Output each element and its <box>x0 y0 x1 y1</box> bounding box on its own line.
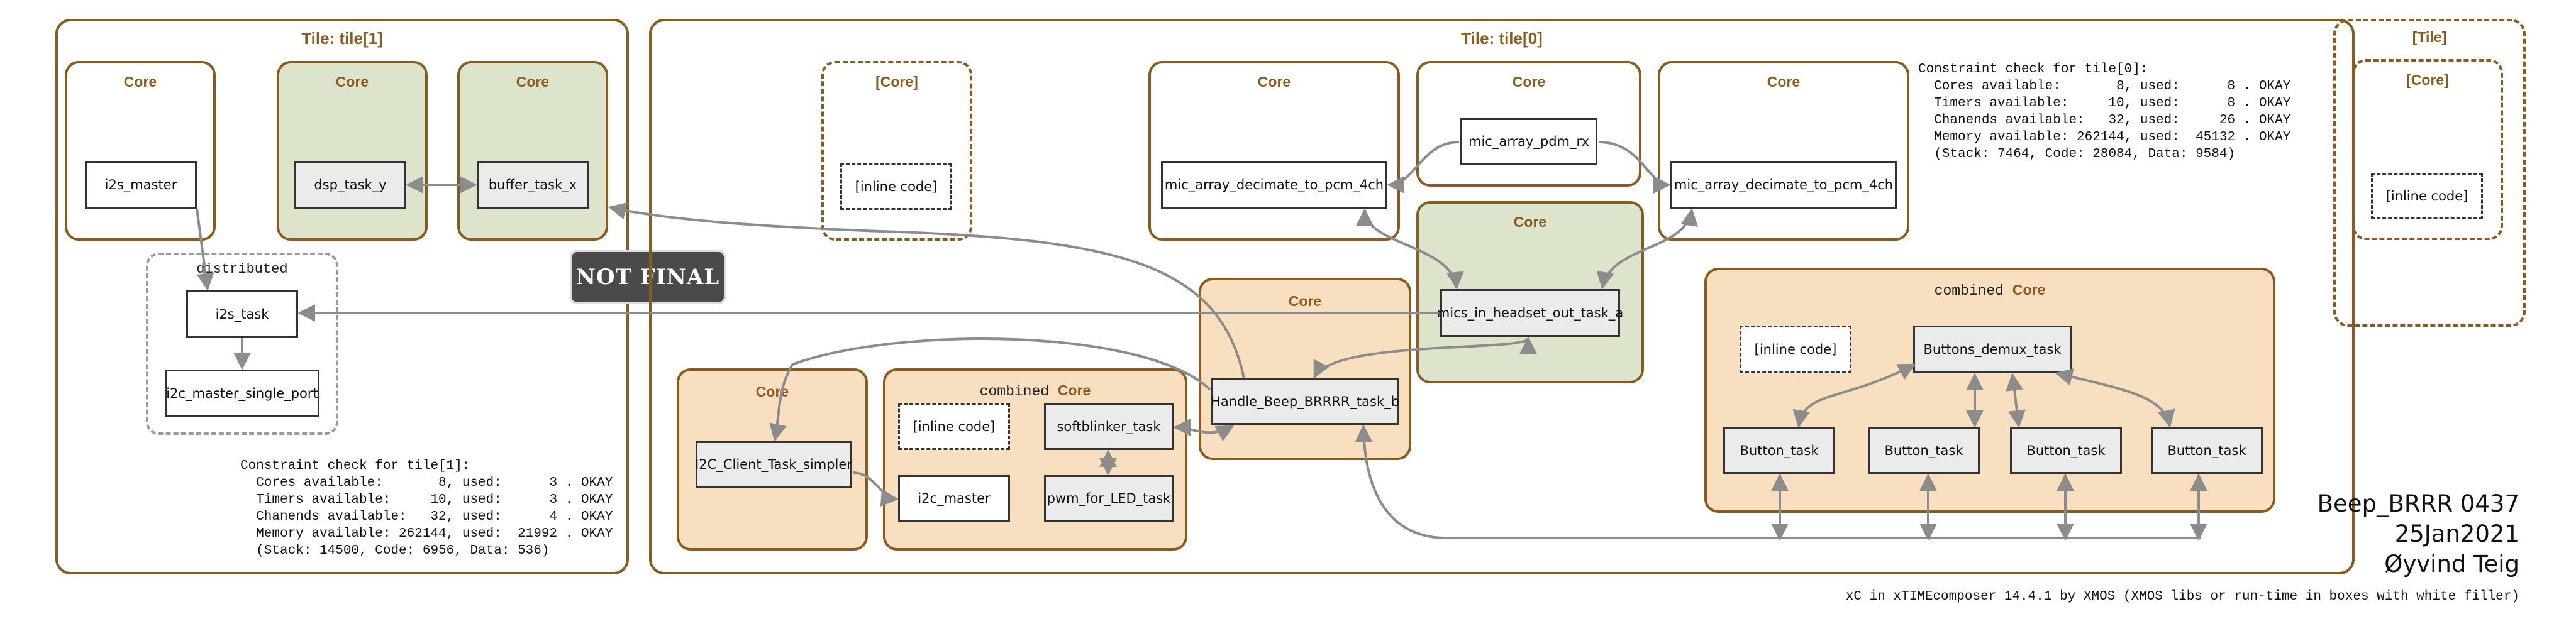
arrow-demux-button4 <box>2055 368 2175 428</box>
core-label: Core <box>1767 74 1801 90</box>
combined-word: combined <box>979 383 1050 400</box>
core-label: Core <box>1512 74 1546 90</box>
task-button-task: Button_task <box>2151 427 2263 474</box>
task-buttons-demux-task: Buttons_demux_task <box>1913 326 2072 373</box>
footer-note: xC in xTIMEcomposer 14.4.1 by XMOS (XMOS… <box>1845 589 2519 604</box>
arrow-softblinker-handle-beep <box>1173 419 1235 442</box>
core-word: Core <box>2012 282 2046 298</box>
task-inline-code: [inline code] <box>898 403 1010 450</box>
task-i2c-client-task-simpler: I2C_Client_Task_simpler <box>695 441 852 488</box>
task-inline-code: [inline code] <box>2371 173 2483 219</box>
core-mic-pdm-rx: Core <box>1416 61 1641 187</box>
arrow-demux-button3 <box>2006 373 2026 428</box>
core-label: Core <box>1513 214 1547 230</box>
core-buffer: Core <box>457 61 608 241</box>
task-i2c-master: i2c_master <box>898 475 1010 522</box>
task-i2s-master: i2s_master <box>85 161 197 209</box>
combined-core-label: combined Core <box>1707 282 2273 299</box>
tile-placeholder: [Tile] <box>2333 19 2526 327</box>
task-inline-code: [inline code] <box>840 163 952 210</box>
core-mic-decimate-right: Core <box>1658 61 1909 241</box>
tile-0-title: Tile: tile[0] <box>1461 29 1543 48</box>
arrow-decimate-left-to-mics <box>1356 208 1464 290</box>
signature-date: 25Jan2021 <box>2394 520 2519 547</box>
core-label: Core <box>1288 293 1322 309</box>
core-word: Core <box>1057 382 1091 398</box>
core-bracket-label: [Core] <box>2406 72 2449 88</box>
arrow-i2s-master-to-i2s-task <box>196 208 214 291</box>
tile-0: Tile: tile[0] <box>649 19 2355 574</box>
core-placeholder: [Core] <box>2352 59 2503 240</box>
arrow-demux-button1 <box>1792 363 1916 428</box>
task-buffer-task-x: buffer_task_x <box>477 161 589 209</box>
task-button-task: Button_task <box>2010 427 2122 474</box>
core-label: Core <box>335 74 369 90</box>
task-mics-in-headset-out-task-a: mics_in_headset_out_task_a <box>1437 289 1623 337</box>
core-bracket-label: [Core] <box>875 74 918 90</box>
task-button-task: Button_task <box>1723 427 1835 474</box>
signature-author: Øyvind Teig <box>2384 551 2519 578</box>
core-label: Core <box>516 74 550 90</box>
arrow-i2c-client-to-i2c-master <box>852 471 899 507</box>
constraint-check-tile0: Constraint check for tile[0]: Cores avai… <box>1918 62 2291 162</box>
core-inline-bracket: [Core] <box>821 61 972 241</box>
arrow-pdm-to-decimate-left <box>1387 141 1460 194</box>
signature-title: Beep_BRRR 0437 <box>2317 490 2519 517</box>
arrow-handle-beep-to-i2c-client <box>769 337 1211 442</box>
arrow-pdm-to-decimate-right <box>1598 141 1671 194</box>
task-dsp-task-y: dsp_task_y <box>294 161 406 209</box>
combined-word: combined <box>1934 283 2004 299</box>
task-handle-beep-brrrr-task-b: Handle_Beep_BRRRR_task_b <box>1211 378 1399 425</box>
core-dsp: Core <box>277 61 428 241</box>
constraint-check-tile1: Constraint check for tile[1]: Cores avai… <box>240 459 613 558</box>
task-i2c-master-single-port: i2c_master_single_port <box>165 370 319 417</box>
tile-placeholder-title: [Tile] <box>2412 29 2447 45</box>
arrow-decimate-right-to-mics <box>1596 208 1699 290</box>
core-i2s-master: Core <box>65 61 216 241</box>
not-final-stamp: NOT FINAL <box>570 250 726 304</box>
task-mic-array-decimate-right: mic_array_decimate_to_pcm_4ch <box>1670 161 1897 209</box>
combined-core-label: combined Core <box>886 382 1185 400</box>
arrow-button-bus-to-handle-beep <box>1355 424 2201 539</box>
task-i2s-task: i2s_task <box>186 290 298 338</box>
task-mic-array-decimate-left: mic_array_decimate_to_pcm_4ch <box>1161 161 1387 209</box>
tile-1-title: Tile: tile[1] <box>301 29 383 48</box>
distributed-group: distributed <box>146 253 338 435</box>
task-button-task: Button_task <box>1868 427 1980 474</box>
task-softblinker-task: softblinker_task <box>1044 403 1174 450</box>
core-label: Core <box>123 74 157 90</box>
arrow-buffer-to-handle-beep <box>608 202 1245 379</box>
task-mic-array-pdm-rx: mic_array_pdm_rx <box>1460 118 1597 165</box>
task-pwm-for-led-task: pwm_for_LED_task <box>1044 475 1174 522</box>
core-mic-decimate-left: Core <box>1148 61 1400 241</box>
arrow-mics-handle-beep <box>1313 336 1537 379</box>
signature: Beep_BRRR 0437 25Jan2021 Øyvind Teig <box>2318 489 2519 579</box>
core-label: Core <box>1257 74 1291 90</box>
